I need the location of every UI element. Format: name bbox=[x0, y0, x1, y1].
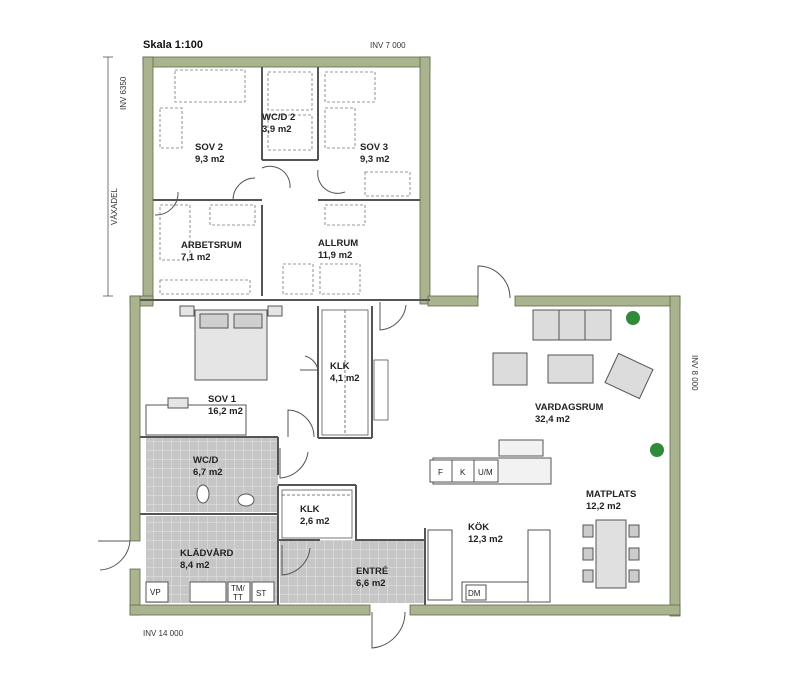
room-area: 6,7 m2 bbox=[193, 467, 223, 478]
room-name: SOV 1 bbox=[208, 394, 237, 405]
room-area: 7,1 m2 bbox=[181, 252, 211, 263]
room-label-kok: KÖK 12,3 m2 bbox=[468, 522, 503, 545]
bath-fixtures bbox=[145, 484, 275, 603]
freezer-label: K bbox=[460, 468, 466, 477]
dim-top: INV 7 000 bbox=[370, 41, 406, 50]
fridge-label: F bbox=[438, 468, 443, 477]
room-label-entre: ENTRÉ 6,6 m2 bbox=[356, 566, 388, 589]
room-area: 32,4 m2 bbox=[535, 414, 570, 425]
room-label-allrum: ALLRUM 11,9 m2 bbox=[318, 238, 358, 261]
scale-label: Skala 1:100 bbox=[143, 39, 203, 51]
room-area: 2,6 m2 bbox=[300, 516, 330, 527]
room-name: WC/D bbox=[193, 455, 218, 466]
room-name: KLÄDVÅRD bbox=[180, 548, 233, 559]
side-label: VÄXADEL bbox=[110, 188, 119, 225]
dishwasher-label: DM bbox=[468, 589, 481, 598]
room-label-sov3: SOV 3 9,3 m2 bbox=[360, 142, 390, 165]
room-label-matplats: MATPLATS 12,2 m2 bbox=[586, 489, 636, 512]
kitchen-counters bbox=[427, 529, 551, 603]
room-name: VARDAGSRUM bbox=[535, 402, 604, 413]
room-label-kladvard: KLÄDVÅRD 8,4 m2 bbox=[180, 548, 233, 571]
room-name: KÖK bbox=[468, 522, 489, 533]
bed-sov1 bbox=[145, 305, 283, 436]
room-area: 4,1 m2 bbox=[330, 373, 360, 384]
room-area: 12,3 m2 bbox=[468, 534, 503, 545]
heatpump-label: VP bbox=[150, 588, 161, 597]
room-label-klk2: KLK 2,6 m2 bbox=[300, 504, 330, 527]
dim-bottom: INV 14 000 bbox=[143, 629, 184, 638]
room-name: KLK bbox=[330, 361, 350, 372]
room-label-sov2: SOV 2 9,3 m2 bbox=[195, 142, 225, 165]
room-label-wcd2: WC/D 2 3,9 m2 bbox=[262, 112, 295, 135]
room-label-wcd: WC/D 6,7 m2 bbox=[193, 455, 223, 478]
entre-floor bbox=[280, 540, 425, 603]
kitchen-island bbox=[429, 459, 499, 483]
room-label-arbetsrum: ARBETSRUM 7,1 m2 bbox=[181, 240, 242, 263]
room-name: SOV 2 bbox=[195, 142, 223, 153]
room-area: 16,2 m2 bbox=[208, 406, 243, 417]
oven-micro-label: U/M bbox=[478, 468, 493, 477]
room-area: 12,2 m2 bbox=[586, 501, 621, 512]
room-area: 9,3 m2 bbox=[360, 154, 390, 165]
dryer-label: TT bbox=[233, 593, 243, 602]
room-name: ENTRÉ bbox=[356, 566, 388, 577]
room-name: WC/D 2 bbox=[262, 112, 295, 123]
room-area: 8,4 m2 bbox=[180, 560, 210, 571]
room-area: 11,9 m2 bbox=[318, 250, 352, 261]
dining-table bbox=[582, 519, 640, 589]
plant-icon bbox=[650, 443, 664, 457]
upper-furniture bbox=[159, 69, 411, 295]
dim-right: INV 8 000 bbox=[690, 355, 699, 391]
wcd-floor bbox=[146, 438, 278, 512]
plant-icon bbox=[626, 311, 640, 325]
dimension-left bbox=[103, 56, 113, 297]
room-label-vardagsrum: VARDAGSRUM 32,4 m2 bbox=[535, 402, 604, 425]
washer-label: TM/ bbox=[231, 584, 246, 593]
room-area: 3,9 m2 bbox=[262, 124, 292, 135]
interior-walls bbox=[140, 67, 430, 605]
dim-left: INV 6350 bbox=[119, 76, 128, 110]
room-label-sov1: SOV 1 16,2 m2 bbox=[208, 394, 243, 417]
room-name: KLK bbox=[300, 504, 320, 515]
room-area: 9,3 m2 bbox=[195, 154, 225, 165]
room-name: ARBETSRUM bbox=[181, 240, 242, 251]
room-name: ALLRUM bbox=[318, 238, 358, 249]
room-name: MATPLATS bbox=[586, 489, 636, 500]
living-furniture bbox=[432, 309, 654, 485]
room-name: SOV 3 bbox=[360, 142, 388, 153]
room-area: 6,6 m2 bbox=[356, 578, 386, 589]
closet-klk1 bbox=[281, 309, 389, 539]
doors bbox=[98, 165, 511, 649]
room-label-klk1: KLK 4,1 m2 bbox=[330, 361, 360, 384]
cabinet-label: ST bbox=[256, 589, 266, 598]
